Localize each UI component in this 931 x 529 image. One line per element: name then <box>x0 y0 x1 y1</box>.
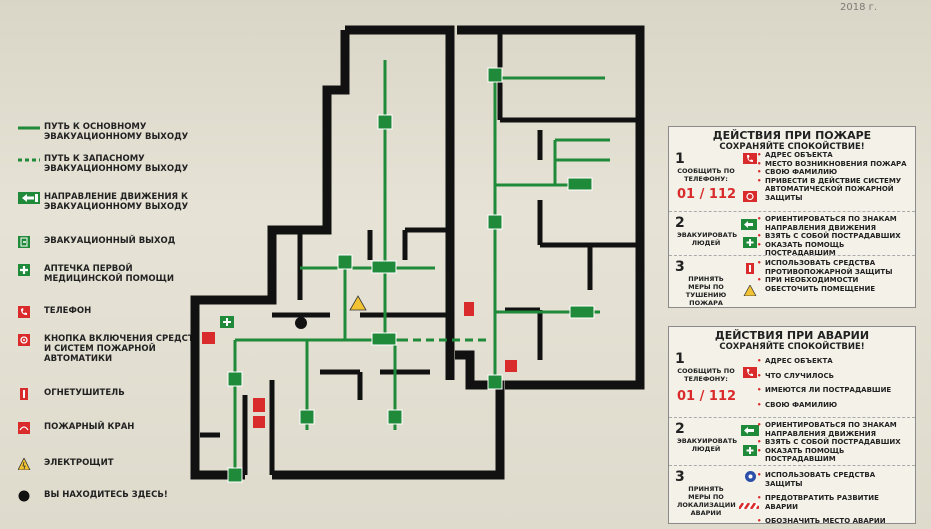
legend-label: ТЕЛЕФОН <box>44 306 92 316</box>
direction-arrow-icon <box>18 192 40 204</box>
step-label: ЭВАКУИРОВАТЬ ЛЮДЕЙ <box>677 231 738 247</box>
step-items: АДРЕС ОБЪЕКТА МЕСТО ВОЗНИКНОВЕНИЯ ПОЖАРА… <box>757 151 907 202</box>
step-item: СВОЮ ФАМИЛИЮ <box>757 401 907 410</box>
alarm-button-icon <box>18 334 30 346</box>
legend-label: АПТЕЧКА ПЕРВОЙ МЕДИЦИНСКОЙ ПОМОЩИ <box>44 264 174 284</box>
step-item: ПРЕДОТВРАТИТЬ РАЗВИТИЕ АВАРИИ <box>757 494 907 511</box>
step-label: СООБЩИТЬ ПО ТЕЛЕФОНУ: <box>677 167 735 183</box>
legend-label: ОГНЕТУШИТЕЛЬ <box>44 388 125 398</box>
legend-label: ЭЛЕКТРОЩИТ <box>44 458 114 468</box>
legend-label: ЭВАКУАЦИОННЫЙ ВЫХОД <box>44 236 176 246</box>
accident-panel-title: ДЕЙСТВИЯ ПРИ АВАРИИ <box>714 329 870 342</box>
step-item: ЧТО СЛУЧИЛОСЬ <box>757 372 907 381</box>
direction-signs <box>227 67 595 483</box>
step-item: АДРЕС ОБЪЕКТА <box>757 357 907 366</box>
alarm-button-icon <box>743 191 757 202</box>
danger-tape-icon <box>739 503 759 509</box>
fire-extinguisher-icon <box>20 388 28 400</box>
step-item: ИСПОЛЬЗОВАТЬ СРЕДСТВА ЗАЩИТЫ <box>757 471 907 488</box>
year-label: 2018 г. <box>840 2 878 13</box>
step-number: 2 <box>675 215 685 231</box>
step-item: ПРИВЕСТИ В ДЕЙСТВИЕ СИСТЕМУ АВТОМАТИЧЕСК… <box>757 177 907 203</box>
divider <box>669 211 915 212</box>
step-items: ИСПОЛЬЗОВАТЬ СРЕДСТВА ЗАЩИТЫ ПРЕДОТВРАТИ… <box>757 471 907 526</box>
step-number: 1 <box>675 151 685 167</box>
divider <box>669 465 915 466</box>
exit-icon <box>18 236 30 248</box>
fire-panel-subtitle: СОХРАНЯЙТЕ СПОКОЙСТВИЕ! <box>719 142 865 152</box>
accident-actions-panel: ДЕЙСТВИЯ ПРИ АВАРИИ СОХРАНЯЙТЕ СПОКОЙСТВ… <box>668 326 916 526</box>
electrical-panel-marker <box>349 295 367 311</box>
step-number: 2 <box>675 421 685 437</box>
divider <box>669 417 915 418</box>
step-item: ОРИЕНТИРОВАТЬСЯ ПО ЗНАКАМ НАПРАВЛЕНИЯ ДВ… <box>757 421 907 438</box>
phone-icon <box>743 153 757 164</box>
floor-plan <box>190 25 645 483</box>
fire-extinguisher-icon <box>746 263 754 274</box>
step-number: 3 <box>675 469 685 485</box>
step-label: ПРИНЯТЬ МЕРЫ ПО ЛОКАЛИЗАЦИИ АВАРИИ <box>677 485 736 517</box>
phone-number-b: 112 <box>708 187 737 202</box>
electrical-panel-icon <box>18 458 31 470</box>
step-number: 3 <box>675 259 685 275</box>
legend-label: ПУТЬ К ЗАПАСНОМУ ЭВАКУАЦИОННОМУ ВЫХОДУ <box>44 154 189 174</box>
first-aid-icon <box>743 237 757 248</box>
fire-panel-title: ДЕЙСТВИЯ ПРИ ПОЖАРЕ <box>712 129 872 142</box>
direction-arrow-icon <box>741 425 759 436</box>
step-item: ОБОЗНАЧИТЬ МЕСТО АВАРИИ <box>757 517 907 526</box>
step-items: АДРЕС ОБЪЕКТА ЧТО СЛУЧИЛОСЬ ИМЕЮТСЯ ЛИ П… <box>757 357 907 409</box>
inner-walls <box>200 30 640 475</box>
step-item: ИМЕЮТСЯ ЛИ ПОСТРАДАВШИЕ <box>757 386 907 395</box>
phone-number-b: 112 <box>708 389 737 404</box>
fire-hydrant-icon <box>18 422 30 434</box>
step-item: ВЗЯТЬ С СОБОЙ ПОСТРАДАВШИХ <box>757 438 907 447</box>
electrical-panel-icon <box>743 285 757 296</box>
step-item: СВОЮ ФАМИЛИЮ <box>757 168 907 177</box>
divider <box>669 255 915 256</box>
legend-label: КНОПКА ВКЛЮЧЕНИЯ СРЕДСТВ И СИСТЕМ ПОЖАРН… <box>44 334 201 364</box>
accident-panel-subtitle: СОХРАНЯЙТЕ СПОКОЙСТВИЕ! <box>719 342 865 352</box>
phone-number-a: 01 <box>677 389 696 404</box>
first-aid-icon <box>743 445 757 456</box>
step-item: ИСПОЛЬЗОВАТЬ СРЕДСТВА ПРОТИВОПОЖАРНОЙ ЗА… <box>757 259 907 276</box>
safety-equipment-markers <box>202 302 517 428</box>
legend-label: ПУТЬ К ОСНОВНОМУ ЭВАКУАЦИОННОМУ ВЫХОДУ <box>44 122 189 142</box>
phone-numbers: 01 / 112 <box>677 187 737 202</box>
step-number: 1 <box>675 351 685 367</box>
step-item: ВЗЯТЬ С СОБОЙ ПОСТРАДАВШИХ <box>757 232 907 241</box>
step-item: ОКАЗАТЬ ПОМОЩЬ ПОСТРАДАВШИМ <box>757 447 907 464</box>
phone-number-a: 01 <box>677 187 696 202</box>
step-item: ПРИ НЕОБХОДИМОСТИ ОБЕСТОЧИТЬ ПОМЕЩЕНИЕ <box>757 276 907 293</box>
step-items: ОРИЕНТИРОВАТЬСЯ ПО ЗНАКАМ НАПРАВЛЕНИЯ ДВ… <box>757 215 907 258</box>
phone-icon <box>743 367 757 378</box>
protection-icon <box>745 471 756 482</box>
solid-route-icon <box>18 126 40 130</box>
step-item: МЕСТО ВОЗНИКНОВЕНИЯ ПОЖАРА <box>757 160 907 169</box>
direction-arrow-icon <box>741 219 757 230</box>
you-are-here-marker <box>295 317 307 329</box>
phone-icon <box>18 306 30 318</box>
step-item: ОКАЗАТЬ ПОМОЩЬ ПОСТРАДАВШИМ <box>757 241 907 258</box>
first-aid-marker <box>220 316 234 328</box>
walls <box>190 25 645 480</box>
you-are-here-icon <box>18 490 30 502</box>
legend-label: ВЫ НАХОДИТЕСЬ ЗДЕСЬ! <box>44 490 168 500</box>
step-items: ИСПОЛЬЗОВАТЬ СРЕДСТВА ПРОТИВОПОЖАРНОЙ ЗА… <box>757 259 907 293</box>
dashed-route-icon <box>18 158 40 162</box>
step-label: ПРИНЯТЬ МЕРЫ ПО ТУШЕНИЮ ПОЖАРА <box>685 275 727 307</box>
legend-label: ПОЖАРНЫЙ КРАН <box>44 422 135 432</box>
first-aid-icon <box>18 264 30 276</box>
step-item: ОРИЕНТИРОВАТЬСЯ ПО ЗНАКАМ НАПРАВЛЕНИЯ ДВ… <box>757 215 907 232</box>
legend-label: НАПРАВЛЕНИЕ ДВИЖЕНИЯ К ЭВАКУАЦИОННОМУ ВЫ… <box>44 192 189 212</box>
step-label: СООБЩИТЬ ПО ТЕЛЕФОНУ: <box>677 367 735 383</box>
phone-numbers: 01 / 112 <box>677 389 737 404</box>
fire-actions-panel: ДЕЙСТВИЯ ПРИ ПОЖАРЕ СОХРАНЯЙТЕ СПОКОЙСТВ… <box>668 126 916 308</box>
step-label: ЭВАКУИРОВАТЬ ЛЮДЕЙ <box>677 437 738 453</box>
step-items: ОРИЕНТИРОВАТЬСЯ ПО ЗНАКАМ НАПРАВЛЕНИЯ ДВ… <box>757 421 907 464</box>
step-item: АДРЕС ОБЪЕКТА <box>757 151 907 160</box>
